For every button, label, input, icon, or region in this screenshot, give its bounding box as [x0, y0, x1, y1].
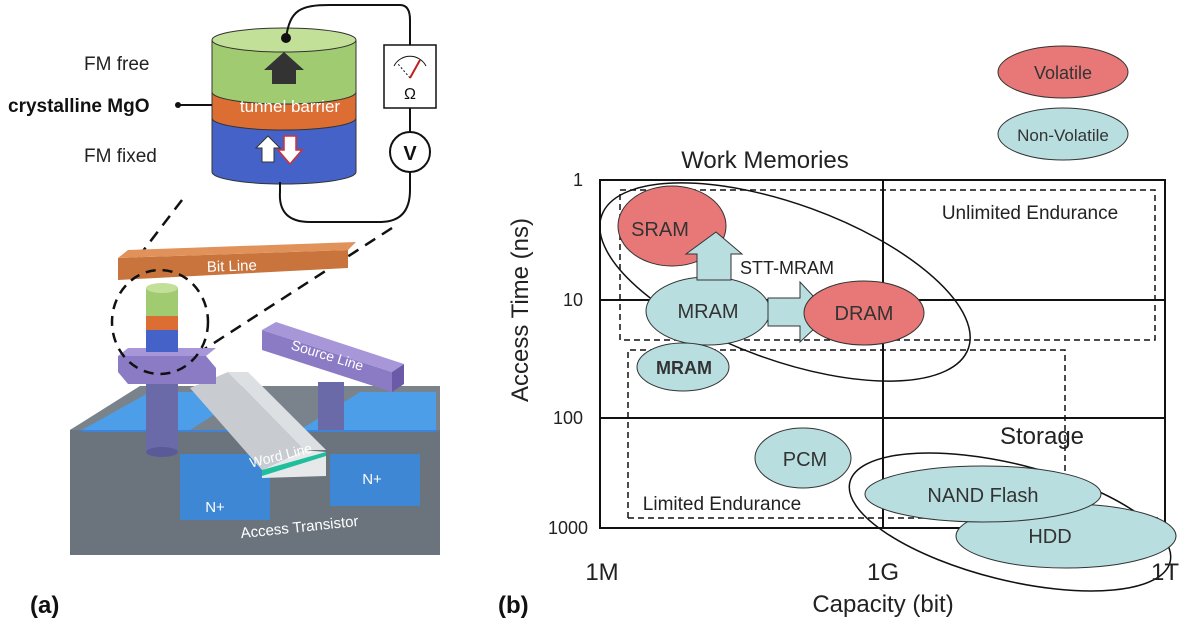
x-tick-1g: 1G — [867, 559, 899, 586]
circuit-wire-bottom — [278, 172, 411, 223]
dram-bubble — [803, 280, 925, 346]
n-plus-right-label: N+ — [362, 471, 382, 488]
mram-label: MRAM — [677, 301, 738, 323]
mram-bold-bubble — [636, 342, 730, 392]
crystalline-mgo-label: crystalline MgO — [8, 96, 150, 117]
zoom-line-right — [199, 226, 393, 354]
circuit-wire-top — [285, 4, 411, 45]
hdd-label: HDD — [1028, 526, 1071, 548]
pcm-bubble — [754, 427, 852, 489]
bit-line-label: Bit Line — [207, 257, 258, 276]
x-tick-1t: 1T — [1151, 559, 1179, 586]
stt-mram-label: STT-MRAM — [740, 258, 834, 278]
stt-up-arrow — [684, 231, 744, 281]
voltmeter-icon: V — [389, 131, 431, 173]
unlimited-endurance-label: Unlimited Endurance — [942, 203, 1118, 224]
n-plus-left-label: N+ — [205, 499, 225, 516]
ohmmeter-icon: Ω — [383, 44, 437, 109]
tunnel-barrier-label: tunnel barrier — [240, 97, 341, 116]
panel-a: FM free tunnel barrier crystalline MgO F… — [8, 4, 440, 619]
sram-label: SRAM — [631, 219, 689, 241]
x-axis-label: Capacity (bit) — [812, 591, 953, 618]
panel-b-label: (b) — [498, 592, 529, 619]
fm-free-label: FM free — [84, 54, 149, 75]
nand-label: NAND Flash — [927, 485, 1038, 507]
n-plus-left-region — [180, 454, 270, 520]
mtj-highlight-circle — [110, 268, 210, 376]
mtj-stack — [211, 27, 357, 185]
legend-nonvolatile-swatch — [997, 107, 1129, 161]
y-tick-1: 1 — [573, 170, 583, 190]
pcm-label: PCM — [783, 449, 827, 471]
y-tick-1000: 1000 — [548, 518, 588, 538]
work-memories-label: Work Memories — [681, 147, 849, 174]
panel-a-label: (a) — [30, 592, 59, 619]
legend-volatile-swatch — [997, 45, 1129, 99]
storage-boundary — [848, 452, 1172, 592]
nand-bubble — [864, 465, 1102, 523]
x-tick-1m: 1M — [585, 559, 618, 586]
legend-nonvolatile-label: Non-Volatile — [1017, 126, 1109, 145]
ohm-symbol: Ω — [404, 86, 416, 103]
storage-label: Storage — [1000, 423, 1084, 450]
y-tick-10: 10 — [563, 290, 583, 310]
n-plus-right-region — [330, 454, 420, 506]
work-memories-boundary — [599, 182, 971, 382]
voltage-symbol: V — [403, 143, 417, 165]
mram-cell-device: N+ N+ Access Transistor Word Line Source… — [70, 242, 440, 555]
panel-b: Volatile Non-Volatile Work Memories Stor… — [498, 45, 1179, 619]
mram-bold-label: MRAM — [656, 358, 712, 378]
y-tick-100: 100 — [553, 408, 583, 428]
dram-label: DRAM — [835, 303, 894, 325]
fm-fixed-label: FM fixed — [84, 146, 157, 167]
legend-volatile-label: Volatile — [1034, 63, 1092, 83]
limited-endurance-label: Limited Endurance — [643, 494, 801, 515]
y-axis-label: Access Time (ns) — [507, 218, 534, 402]
